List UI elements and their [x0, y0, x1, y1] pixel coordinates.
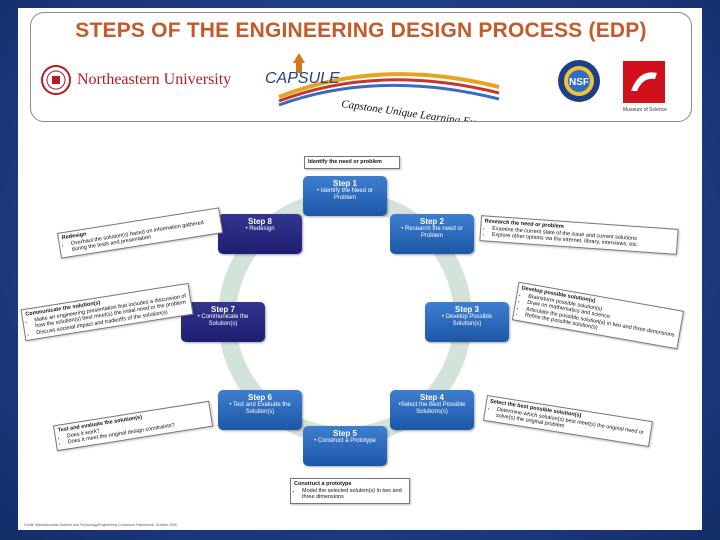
step-7-number: Step 7	[210, 305, 235, 314]
step-1-box: Step 1 • Identify the Need or Problem	[303, 176, 387, 216]
capsule-tagline: Capstone Unique Learning Experience	[341, 98, 509, 121]
step-3-number: Step 3	[454, 305, 479, 314]
university-name: Northeastern University	[77, 71, 232, 88]
step-1-number: Step 1	[332, 179, 357, 188]
note-construct: Construct a prototype Model the selected…	[290, 478, 410, 504]
step-2-number: Step 2	[419, 217, 444, 226]
page-title: STEPS OF THE ENGINEERING DESIGN PROCESS …	[75, 19, 647, 42]
step-1-text: • Identify the Need or Problem	[316, 188, 374, 201]
step-3-box: Step 3 • Develop Possible Solution(s)	[425, 302, 509, 342]
nsf-logo: NSF	[558, 60, 600, 102]
university-seal-icon	[41, 65, 71, 95]
step-2-box: Step 2 • Research the need or Problem	[390, 214, 474, 254]
step-3-text: • Develop Possible Solution(s)	[441, 314, 493, 327]
step-4-number: Step 4	[419, 393, 444, 402]
step-8-number: Step 8	[247, 217, 272, 226]
step-8-text: • Redesign	[245, 226, 275, 232]
rocket-icon	[293, 53, 305, 73]
step-6-number: Step 6	[247, 393, 272, 402]
museum-of-science-logo	[623, 61, 665, 103]
step-5-number: Step 5	[332, 429, 357, 438]
capsule-logo: CAPSULE Capstone Unique Learning Experie…	[265, 53, 509, 121]
credit-line: Credit: Massachusetts Science and Techno…	[24, 523, 177, 527]
note-construct-item: Model the selected solution(s) in two an…	[302, 488, 406, 501]
step-2-text: • Research the need or Problem	[401, 226, 463, 239]
step-5-box: Step 5 • Construct a Prototype	[303, 426, 387, 466]
capsule-name: CAPSULE	[265, 70, 340, 87]
step-8-box: Step 8 • Redesign	[218, 214, 302, 254]
northeastern-logo: Northeastern University	[41, 65, 231, 95]
note-identify-head: Identify the need or problem	[308, 159, 382, 165]
museum-label: Museum of Science	[623, 107, 667, 113]
step-7-text: • Communicate the Solution(s)	[197, 314, 249, 327]
edp-cycle-diagram: Step 1 • Identify the Need or Problem St…	[18, 128, 702, 528]
note-identify: Identify the need or problem	[304, 156, 400, 169]
note-construct-head: Construct a prototype	[294, 481, 352, 487]
slide: STEPS OF THE ENGINEERING DESIGN PROCESS …	[18, 8, 702, 530]
step-5-text: • Construct a Prototype	[314, 438, 376, 444]
step-4-box: Step 4 •Select the Best Possible Solutio…	[390, 390, 474, 430]
step-7-box: Step 7 • Communicate the Solution(s)	[181, 302, 265, 342]
step-4-text: •Select the Best Possible Solutions(s)	[398, 402, 466, 415]
step-6-box: Step 6 • Test and Evaluate the Solution(…	[218, 390, 302, 430]
header-banner: STEPS OF THE ENGINEERING DESIGN PROCESS …	[30, 12, 692, 122]
nsf-label: NSF	[569, 77, 589, 88]
step-6-text: • Test and Evaluate the Solution(s)	[229, 402, 291, 415]
museum-mark-icon	[631, 72, 657, 91]
